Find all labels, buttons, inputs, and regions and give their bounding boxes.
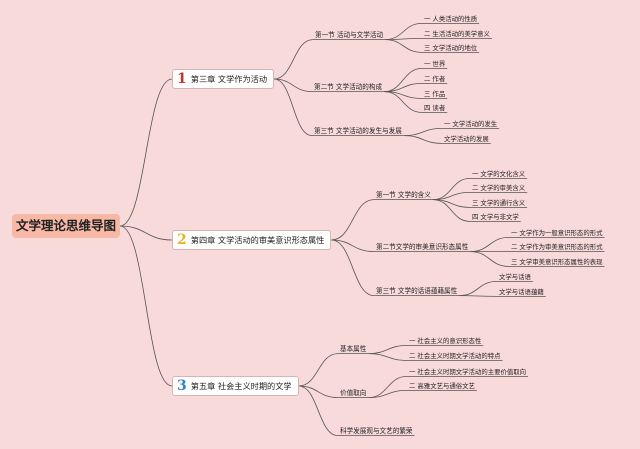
chapter-number: 2 (177, 232, 187, 248)
item-1-2-2[interactable]: 二 作者 (424, 75, 446, 83)
chapter-number: 1 (177, 71, 187, 87)
section-2-2[interactable]: 第二节文学的审美意识形态属性 (376, 243, 469, 251)
section-3-3[interactable]: 科学发展观与文艺的繁荣 (340, 427, 413, 435)
item-1-3-1[interactable]: 一 文学活动的发生 (444, 120, 498, 128)
item-1-2-1[interactable]: 一 世界 (424, 60, 446, 68)
connector (119, 78, 173, 227)
item-3-1-2[interactable]: 二 社会主义时期文学活动的特点 (409, 352, 501, 360)
chapter-3[interactable]: 3 第五章 社会主义时期的文学 (172, 376, 299, 396)
item-2-2-1[interactable]: 一 文学作为一般意识形态的形式 (511, 229, 603, 237)
connector (432, 178, 471, 200)
chapter-title: 第四章 文学活动的审美意识形态属性 (190, 234, 325, 245)
connector (298, 385, 339, 436)
item-1-1-2[interactable]: 二 生活活动的美学意义 (424, 30, 490, 38)
chapter-2[interactable]: 2 第四章 文学活动的审美意识形态属性 (172, 230, 332, 250)
connector (384, 83, 423, 92)
connector (368, 376, 408, 398)
connector (368, 353, 408, 361)
connector (273, 78, 313, 136)
item-2-3-2[interactable]: 文学与话语蕴藉 (499, 288, 544, 296)
section-2-3[interactable]: 第三节 文学的话语蕴藉属性 (376, 287, 458, 295)
section-1-2[interactable]: 第二节 文学活动的构成 (314, 83, 383, 91)
item-2-1-2[interactable]: 二 文学的审美含义 (472, 184, 526, 192)
connector (403, 128, 443, 136)
chapter-title: 第三章 文学作为活动 (190, 73, 268, 84)
section-1-1[interactable]: 第一节 活动与文学活动 (315, 31, 384, 39)
connector (331, 239, 375, 252)
chapter-title: 第五章 社会主义时期的文学 (190, 380, 292, 391)
item-1-2-4[interactable]: 四 读者 (424, 104, 446, 112)
connector (119, 225, 173, 241)
item-3-2-2[interactable]: 二 高雅文艺与通俗文艺 (409, 382, 475, 390)
connector (403, 135, 443, 144)
item-2-2-3[interactable]: 三 文学审美意识形态属性的表现 (511, 258, 603, 266)
item-3-2-1[interactable]: 一 社会主义时期文学活动的主要价值取向 (409, 368, 527, 376)
connector (298, 385, 339, 398)
item-1-2-3[interactable]: 三 作品 (424, 90, 446, 98)
connector (119, 225, 173, 387)
connector (459, 295, 498, 297)
connector (331, 239, 375, 296)
item-2-2-2[interactable]: 二 文学作为审美意识形态的形式 (511, 243, 603, 251)
connector (368, 345, 408, 354)
item-1-3-2[interactable]: 文学活动的发展 (444, 135, 489, 143)
chapter-1[interactable]: 1 第三章 文学作为活动 (172, 69, 275, 89)
connector (470, 251, 510, 267)
connector (274, 78, 313, 92)
connector (384, 68, 423, 92)
item-1-1-1[interactable]: 一 人类活动的性质 (424, 15, 478, 23)
item-2-1-4[interactable]: 四 文学与非文学 (472, 213, 519, 221)
connector (459, 281, 498, 296)
item-3-1-1[interactable]: 一 社会主义的意识形态性 (409, 337, 482, 345)
item-2-1-3[interactable]: 三 文学的通行含义 (472, 199, 526, 207)
connector (274, 39, 314, 80)
connector (298, 353, 339, 387)
item-2-1-1[interactable]: 一 文学的文化含义 (472, 170, 526, 178)
item-1-1-3[interactable]: 三 文学活动的地位 (424, 44, 478, 52)
item-2-3-1[interactable]: 文学与话语 (499, 273, 531, 281)
section-3-1[interactable]: 基本属性 (340, 345, 367, 353)
section-1-3[interactable]: 第三节 文学活动的发生与发展 (314, 127, 402, 135)
connector (368, 390, 408, 398)
chapter-number: 3 (177, 378, 187, 394)
connector (385, 23, 423, 40)
connector (384, 91, 423, 113)
connector (385, 39, 423, 53)
root-topic[interactable]: 文学理论思维导图 (12, 214, 120, 238)
section-3-2[interactable]: 价值取向 (340, 389, 367, 397)
connector (331, 199, 375, 241)
connector (470, 237, 510, 252)
section-2-1[interactable]: 第一节 文学的含义 (376, 191, 431, 199)
connector (432, 199, 471, 222)
